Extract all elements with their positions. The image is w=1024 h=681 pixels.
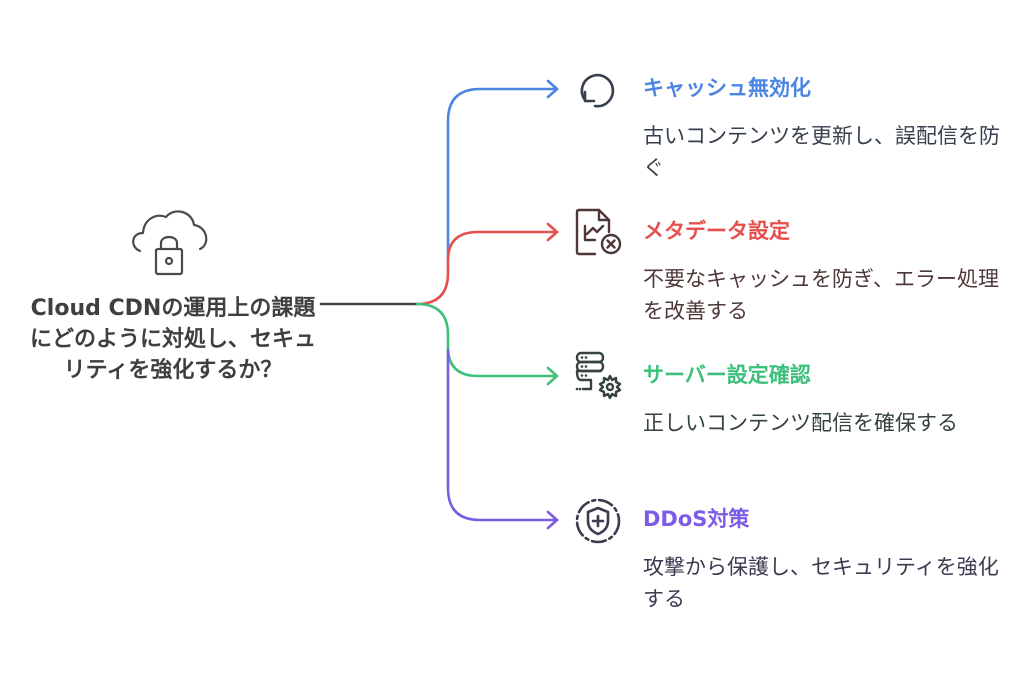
branch-arrowhead-0	[546, 79, 559, 99]
branch-title-metadata-settings: メタデータ設定	[643, 219, 790, 243]
branch-arrowhead-2	[546, 366, 559, 386]
branch-title-ddos-protection: DDoS対策	[643, 507, 750, 531]
shield-plus-icon	[575, 498, 621, 544]
branch-arrowhead-1	[546, 222, 559, 242]
branch-title-cache-invalidation: キャッシュ無効化	[643, 76, 811, 100]
branch-connector-2	[415, 302, 559, 378]
branch-desc-metadata-settings: 不要なキャッシュを防ぎ、エラー処理を改善する	[643, 267, 999, 323]
branch-arrowhead-3	[546, 510, 559, 530]
branch-connector-3	[446, 348, 559, 522]
cloud-lock-icon	[132, 210, 208, 276]
branch-connector-0	[446, 87, 559, 260]
branch-connector-1	[415, 230, 559, 306]
branch-desc-cache-invalidation: 古いコンテンツを更新し、誤配信を防ぐ	[643, 124, 1000, 180]
branch-title-server-settings-check: サーバー設定確認	[643, 363, 811, 387]
chart-file-error-icon	[575, 208, 622, 256]
branch-desc-ddos-protection: 攻撃から保護し、セキュリティを強化する	[643, 555, 999, 611]
central-question: Cloud CDNの運用上の課題にどのように対処し、セキュリティを強化するか？	[29, 296, 316, 383]
refresh-icon	[580, 73, 615, 108]
branch-desc-server-settings-check: 正しいコンテンツ配信を確保する	[643, 411, 958, 435]
server-gear-icon	[575, 351, 622, 400]
